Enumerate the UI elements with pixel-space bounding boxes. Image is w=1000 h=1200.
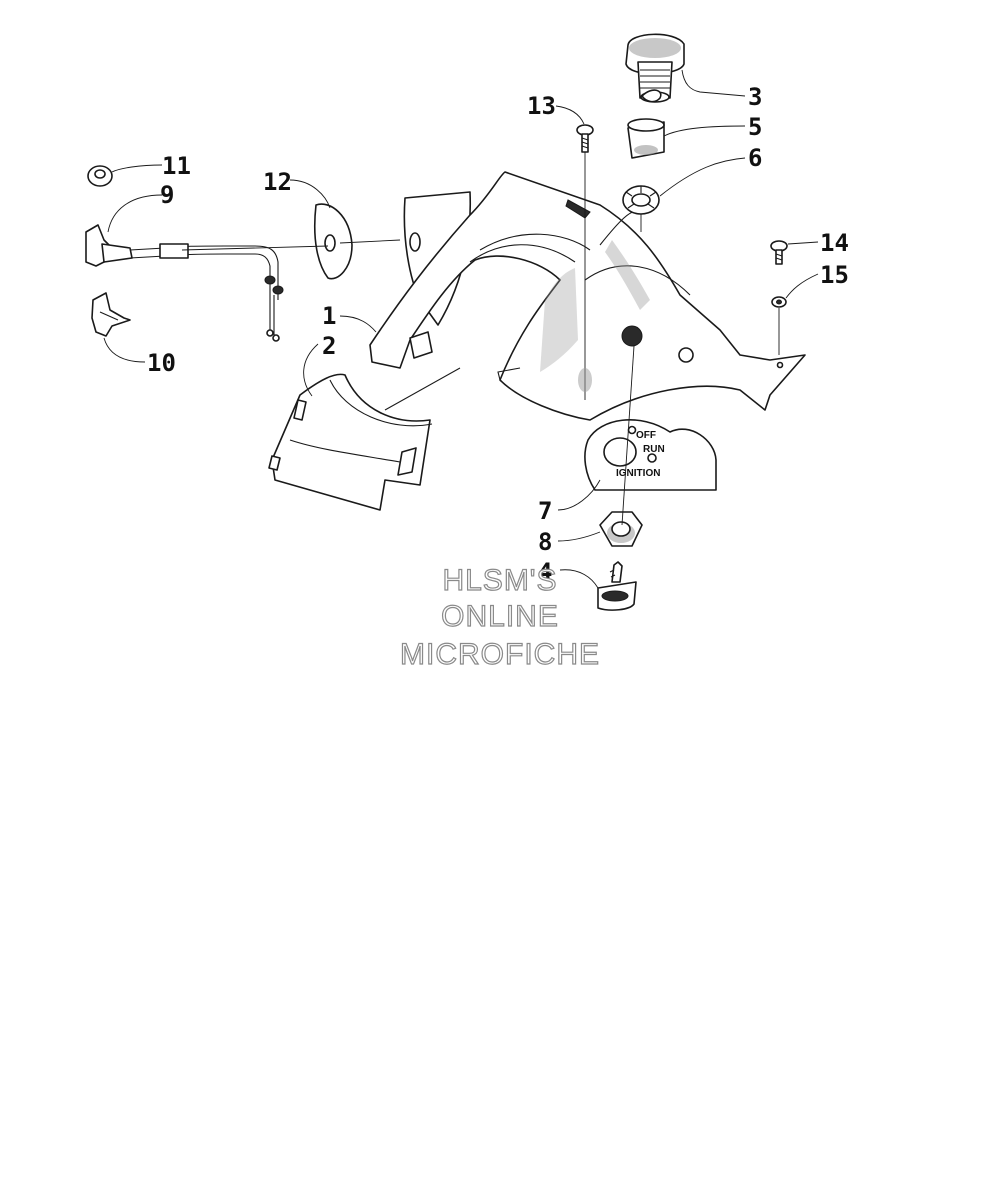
callout-10: 10 <box>147 349 176 377</box>
lever-10 <box>91 292 131 337</box>
watermark-line-2: ONLINE <box>441 600 559 633</box>
switch-sleeve <box>627 118 665 159</box>
callout-15: 15 <box>820 261 849 289</box>
callout-7: 7 <box>538 497 552 525</box>
plate-run-label: RUN <box>643 444 665 455</box>
plate-ignition-label: IGNITION <box>616 468 660 479</box>
plate-off-label: OFF <box>636 430 656 441</box>
callout-12: 12 <box>263 168 292 196</box>
callout-8: 8 <box>538 528 552 556</box>
leader-lines <box>103 69 819 589</box>
callout-labels: 1 2 3 4 5 6 7 8 9 10 11 12 13 14 15 <box>147 83 849 586</box>
watermark: HLSM'S ONLINE MICROFICHE <box>399 563 600 671</box>
callout-14: 14 <box>820 229 849 257</box>
ignition-plate: OFF RUN IGNITION <box>584 419 717 491</box>
console-housing <box>369 171 806 421</box>
callout-9: 9 <box>160 181 174 209</box>
callout-1: 1 <box>322 302 336 330</box>
watermark-line-1: HLSM'S <box>442 564 557 597</box>
callout-6: 6 <box>748 144 762 172</box>
ignition-switch <box>625 33 685 103</box>
callout-13: 13 <box>527 92 556 120</box>
screw-13 <box>576 124 594 153</box>
callout-3: 3 <box>748 83 762 111</box>
lower-cover-panel <box>268 367 461 511</box>
callout-5: 5 <box>748 113 762 141</box>
callout-11: 11 <box>162 152 191 180</box>
hex-nut <box>599 511 643 547</box>
callout-4: 4 <box>538 558 552 586</box>
watermark-line-3: MICROFICHE <box>400 638 600 671</box>
throttle-cable <box>85 224 284 342</box>
ignition-key <box>597 561 637 611</box>
screw-14 <box>770 240 788 265</box>
callout-2: 2 <box>322 332 336 360</box>
washer-15 <box>771 296 787 308</box>
boot-12 <box>313 203 353 280</box>
grommet-11 <box>87 165 113 187</box>
lock-washer <box>622 185 660 215</box>
